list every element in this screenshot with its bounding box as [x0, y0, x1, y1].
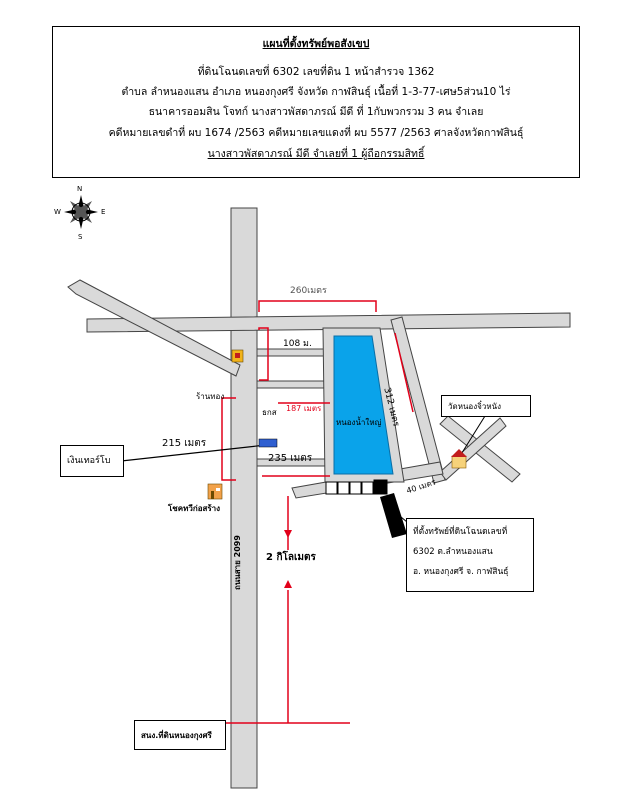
bank-label: ธกส — [262, 408, 277, 417]
store-icon — [207, 483, 223, 500]
main-road-2099 — [230, 207, 258, 789]
compass-s: S — [78, 233, 83, 241]
distance-235: 235 เมตร — [268, 453, 313, 464]
gold-shop-label: ร้านทอง — [196, 392, 225, 401]
pointer-line-property — [394, 511, 408, 523]
money-transfer-label: เงินเทอร์โบ — [67, 456, 111, 466]
owner-line: นางสาวพัสดาภรณ์ มีดี จำเลยที่ 1 ผู้ถือกร… — [207, 148, 425, 160]
pointer-line-bank — [111, 444, 267, 463]
store-label: โชคทวีก่อสร้าง — [168, 504, 221, 513]
money-transfer-box: เงินเทอร์โบ — [60, 445, 124, 477]
distance-108: 108 ม. — [283, 339, 312, 349]
top-road — [86, 312, 571, 333]
distance-260: 260เมตร — [290, 286, 327, 296]
dimension-lines — [221, 300, 414, 724]
road-2099-label: ถนนสาย 2099 — [233, 535, 242, 590]
distance-2km: 2 กิโลเมตร — [266, 552, 316, 563]
property-marker — [380, 493, 407, 538]
buildings-row — [325, 479, 388, 495]
parties-line: ธนาคารออมสิน โจทก์ นางสาวพัสดาภรณ์ มีดี … — [148, 106, 484, 118]
compass-n: N — [77, 185, 83, 193]
header-box: แผนที่ตั้งทรัพย์พอสังเขป ที่ดินโฉนดเลขที… — [52, 26, 580, 178]
diagonal-road-west — [67, 279, 241, 377]
land-office-label: สนง.ที่ดินหนองกุงศรี — [141, 731, 212, 740]
pointer-line-temple — [459, 415, 486, 457]
lake-label: หนองน้ำใหญ่ — [336, 418, 382, 427]
diagonal-road-east — [390, 316, 446, 484]
property-box: ที่ตั้งทรัพย์ที่ดินโฉนดเลขที่ 6302 ต.ลำห… — [406, 518, 534, 592]
compass-e: E — [101, 208, 106, 216]
property-line-3: อ. หนองกุงศรี จ. กาฬสินธุ์ — [413, 567, 509, 577]
property-line-1: ที่ตั้งทรัพย์ที่ดินโฉนดเลขที่ — [413, 527, 508, 537]
gold-shop-icon — [231, 349, 244, 363]
lane-187 — [256, 380, 328, 389]
location-line: ตำบล ลำหนองแสน อำเภอ หนองกุงศรี จังหวัด … — [121, 86, 511, 98]
case-line: คดีหมายเลขดำที่ ผบ 1674 /2563 คดีหมายเลข… — [108, 127, 524, 139]
temple-icon — [451, 449, 467, 469]
land-office-box: สนง.ที่ดินหนองกุงศรี — [134, 720, 226, 750]
arrow-down-icon — [284, 530, 292, 538]
property-line-2: 6302 ต.ลำหนองแสน — [413, 547, 493, 557]
map-title: แผนที่ตั้งทรัพย์พอสังเขป — [262, 38, 370, 50]
deed-line: ที่ดินโฉนดเลขที่ 6302 เลขที่ดิน 1 หน้าสำ… — [197, 66, 435, 78]
arrow-up-icon — [284, 580, 292, 588]
compass-rose-icon — [64, 195, 98, 229]
lake — [333, 335, 394, 475]
bank-building — [258, 438, 278, 448]
distance-187: 187 เมตร — [286, 404, 322, 413]
compass-w: W — [54, 208, 61, 216]
distance-215: 215 เมตร — [162, 438, 207, 449]
temple-label: วัดหนองจิ๋วหนัง — [448, 402, 501, 411]
temple-box: วัดหนองจิ๋วหนัง — [441, 395, 531, 417]
